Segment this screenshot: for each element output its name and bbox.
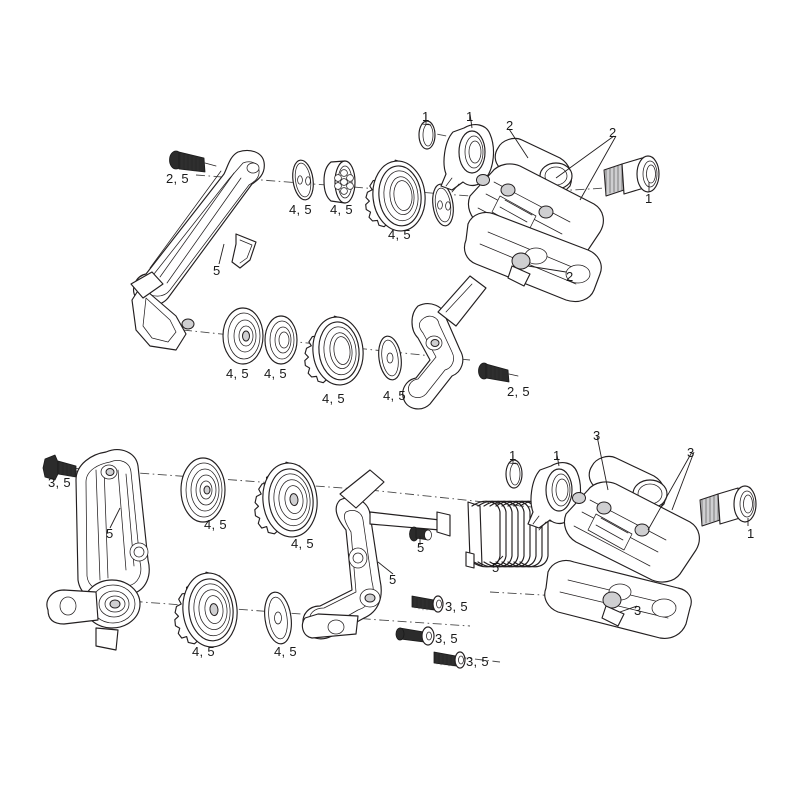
callout-label: 2, 5 [507, 384, 530, 399]
callout-label: 4, 5 [291, 536, 314, 551]
pulley-bearing-L1 [180, 457, 226, 523]
callout-label: 2 [609, 125, 617, 140]
pulley-wheel-L2 [174, 571, 238, 648]
callout-label: 3, 5 [435, 631, 458, 646]
pulley-bearing-l1 [222, 307, 264, 365]
callout-label: 3 [687, 445, 695, 460]
callout-label: 4, 5 [383, 388, 406, 403]
bushing-ring-lower [505, 459, 523, 489]
callout-label: 1 [509, 448, 517, 463]
pulley-washer-u2 [432, 183, 454, 227]
b-knuckle-upper [440, 124, 495, 193]
cage-outer-plate-upper [402, 275, 487, 410]
pulley-bearing-u1 [323, 160, 356, 204]
b-knuckle-lower [527, 462, 582, 531]
callout-label: 1 [553, 448, 561, 463]
pulley-wheel-upper [365, 159, 426, 232]
cage-outer-plate-lower [301, 469, 385, 640]
callout-label: 4, 5 [192, 644, 215, 659]
callout-label: 3, 5 [466, 654, 489, 669]
cage-bolt-lower-left [42, 454, 87, 481]
cage-pivot-bolt-upper [169, 150, 217, 173]
callout-label: 4, 5 [274, 644, 297, 659]
callout-label: 4, 5 [204, 517, 227, 532]
pulley-washer-l1 [378, 335, 402, 381]
callout-label: 5 [389, 572, 397, 587]
spring-pin [369, 511, 451, 537]
upper-leader-lines [218, 113, 650, 273]
bushing-ring-upper [418, 120, 436, 150]
callout-label: 3, 5 [445, 599, 468, 614]
callout-label: 1 [422, 109, 430, 124]
cage-bolt-lower-b [395, 626, 435, 646]
cage-bolt-lower-c [433, 651, 466, 669]
parallelogram-body-upper [463, 137, 604, 303]
barrel-adjuster-upper [603, 155, 660, 197]
lower-assembly [42, 435, 757, 669]
callout-label: 3, 5 [48, 475, 71, 490]
callout-label: 4, 5 [289, 202, 312, 217]
callout-label: 4, 5 [388, 227, 411, 242]
pulley-wheel-lower-upperassy [304, 315, 364, 386]
callout-label: 5 [417, 540, 425, 555]
spring-retainer-pin [409, 526, 432, 542]
callout-label: 1 [747, 526, 755, 541]
callout-label: 3 [593, 428, 601, 443]
upper-assembly [130, 113, 660, 410]
callout-label: 2, 5 [166, 171, 189, 186]
parallelogram-body-lower [544, 455, 700, 639]
cage-inner-plate-lower [46, 449, 150, 651]
pulley-washer-u1 [292, 159, 314, 201]
callout-label: 1 [466, 109, 474, 124]
callout-label: 3 [634, 603, 642, 618]
callout-label: 4, 5 [226, 366, 249, 381]
callout-label: 5 [213, 263, 221, 278]
callout-label: 5 [492, 560, 500, 575]
callout-label: 4, 5 [322, 391, 345, 406]
callout-label: 4, 5 [330, 202, 353, 217]
pulley-bearing-l2 [264, 315, 298, 365]
callout-label: 5 [106, 526, 114, 541]
cage-bolt-upper-assy [478, 362, 519, 383]
pulley-washer-L2 [264, 591, 292, 645]
cage-inner-plate-upper [130, 149, 265, 351]
callout-label: 4, 5 [264, 366, 287, 381]
callout-label: 2 [506, 118, 514, 133]
pulley-wheel-L1 [254, 461, 318, 538]
cage-bolt-lower-a [411, 595, 444, 613]
lower-leader-lines [109, 435, 749, 613]
callout-label: 1 [645, 191, 653, 206]
callout-label: 2 [566, 269, 574, 284]
barrel-adjuster-lower [699, 485, 757, 527]
